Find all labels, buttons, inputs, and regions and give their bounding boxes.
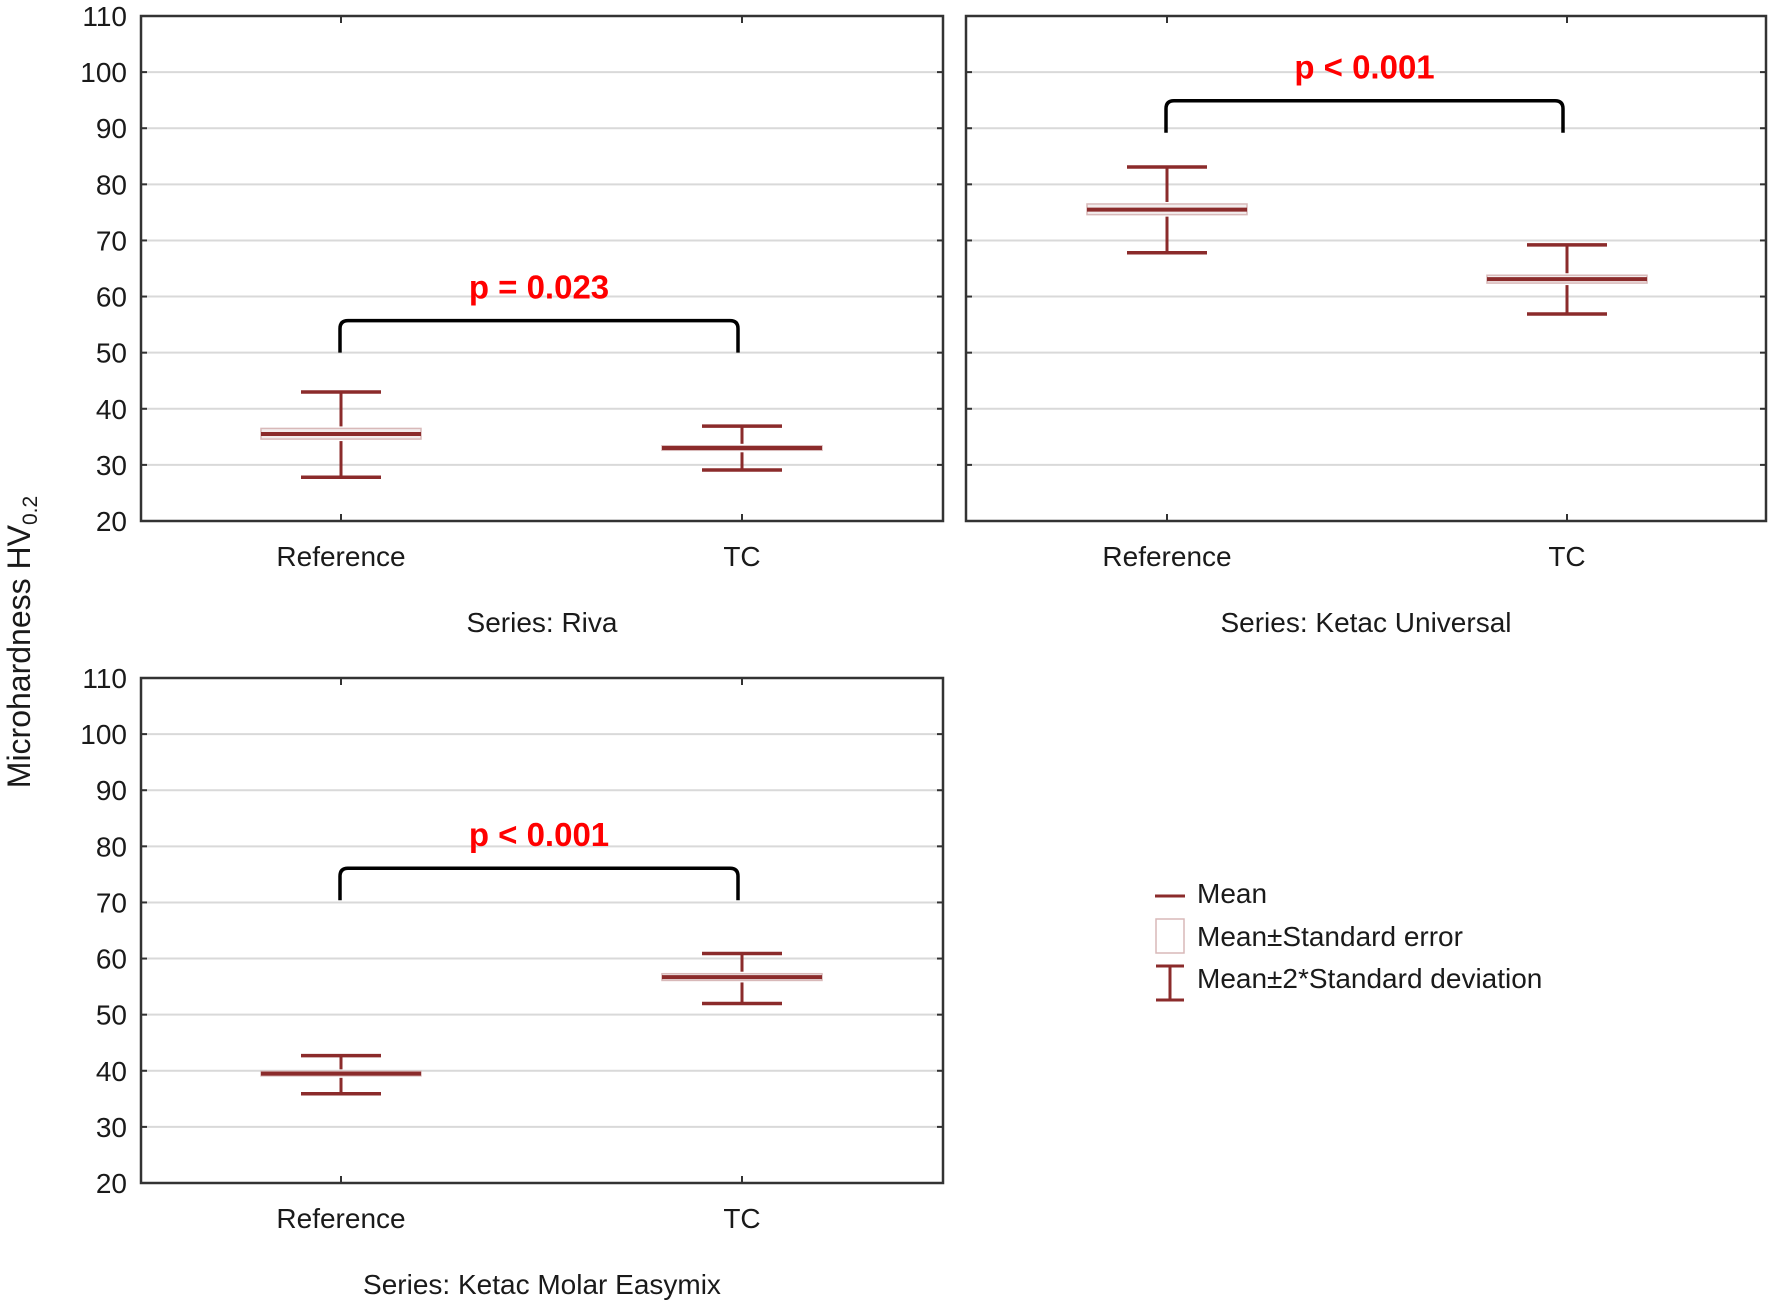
y-tick-label: 50 [96, 1000, 127, 1031]
x-category-label-tc: TC [723, 541, 760, 572]
x-category-label-reference: Reference [1102, 541, 1231, 572]
y-tick-label: 70 [96, 887, 127, 918]
y-tick-label: 100 [80, 719, 127, 750]
data-glyph-tc [1486, 243, 1648, 316]
x-category-label-tc: TC [1548, 541, 1585, 572]
y-tick-label: 110 [82, 1, 127, 32]
plot-frame [139, 676, 945, 1185]
data-glyph-reference [260, 390, 422, 479]
y-tick-label: 30 [96, 1112, 127, 1143]
significance-bracket [338, 318, 740, 353]
x-category-label-reference: Reference [276, 1203, 405, 1234]
x-category-label-tc: TC [723, 1203, 760, 1234]
series-title: Series: Ketac Molar Easymix [363, 1269, 721, 1300]
x-category-label-reference: Reference [276, 541, 405, 572]
legend-item-sd-whisker: Mean±2*Standard deviation [1156, 963, 1542, 1002]
y-tick-label: 30 [96, 450, 127, 481]
se-box-icon [1155, 918, 1185, 954]
y-tick-label: 20 [96, 506, 127, 537]
y-tick-label: 60 [96, 282, 127, 313]
y-tick-label: 70 [96, 225, 127, 256]
significance-bracket [1164, 98, 1565, 133]
y-tick-label: 90 [96, 775, 127, 806]
legend-item-se-box: Mean±Standard error [1155, 918, 1463, 954]
y-tick-label: 80 [96, 831, 127, 862]
y-tick-label: 60 [96, 944, 127, 975]
data-glyph-tc [661, 951, 823, 1006]
y-tick-label: 20 [96, 1168, 127, 1199]
legend-label: Mean [1197, 878, 1267, 909]
p-value-label: p < 0.001 [469, 816, 609, 853]
p-value-label: p = 0.023 [469, 269, 609, 306]
plot-frame [964, 14, 1768, 523]
significance-bracket [338, 866, 740, 901]
series-title: Series: Riva [467, 607, 618, 638]
y-tick-label: 50 [96, 338, 127, 369]
y-tick-label: 40 [96, 1056, 127, 1087]
y-tick-label: 110 [82, 663, 127, 694]
data-glyph-reference [1086, 165, 1248, 255]
y-axis-title-text: Microhardness HV [0, 525, 37, 789]
p-value-label: p < 0.001 [1294, 49, 1434, 86]
legend-item-mean-line: Mean [1155, 878, 1267, 909]
y-tick-label: 80 [96, 169, 127, 200]
legend-label: Mean±Standard error [1197, 921, 1463, 952]
data-glyph-tc [661, 424, 823, 472]
plot-frame [139, 14, 945, 523]
data-glyph-reference [260, 1053, 422, 1096]
y-axis-title: Microhardness HV0.2 [1, 496, 43, 788]
panel-ketac-universal: Reference TC Series: Ketac Universal p < 0.… [964, 14, 1768, 638]
legend-label: Mean±2*Standard deviation [1197, 963, 1542, 994]
y-tick-label: 100 [80, 57, 127, 88]
y-axis-title-subscript: 0.2 [19, 495, 43, 525]
y-tick-label: 90 [96, 113, 127, 144]
series-title: Series: Ketac Universal [1220, 607, 1511, 638]
y-tick-label: 40 [96, 394, 127, 425]
